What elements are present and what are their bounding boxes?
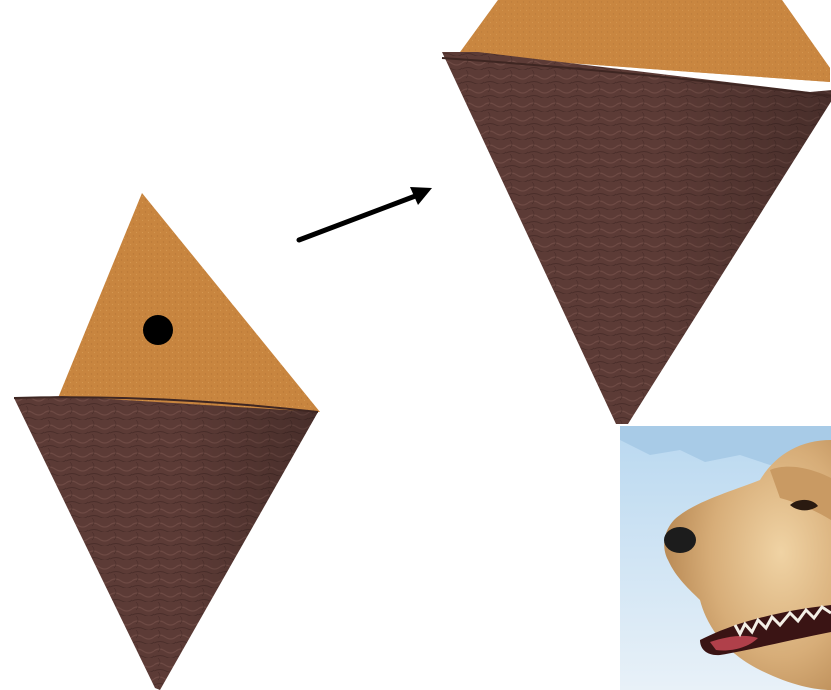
dog-nose [664, 527, 696, 553]
arrow [299, 187, 432, 240]
felt-flap-left [58, 193, 320, 412]
felt-cone-right [442, 0, 831, 424]
felt-cone-left [14, 193, 320, 690]
dog-photo [620, 426, 831, 690]
black-dot-marker [143, 315, 173, 345]
